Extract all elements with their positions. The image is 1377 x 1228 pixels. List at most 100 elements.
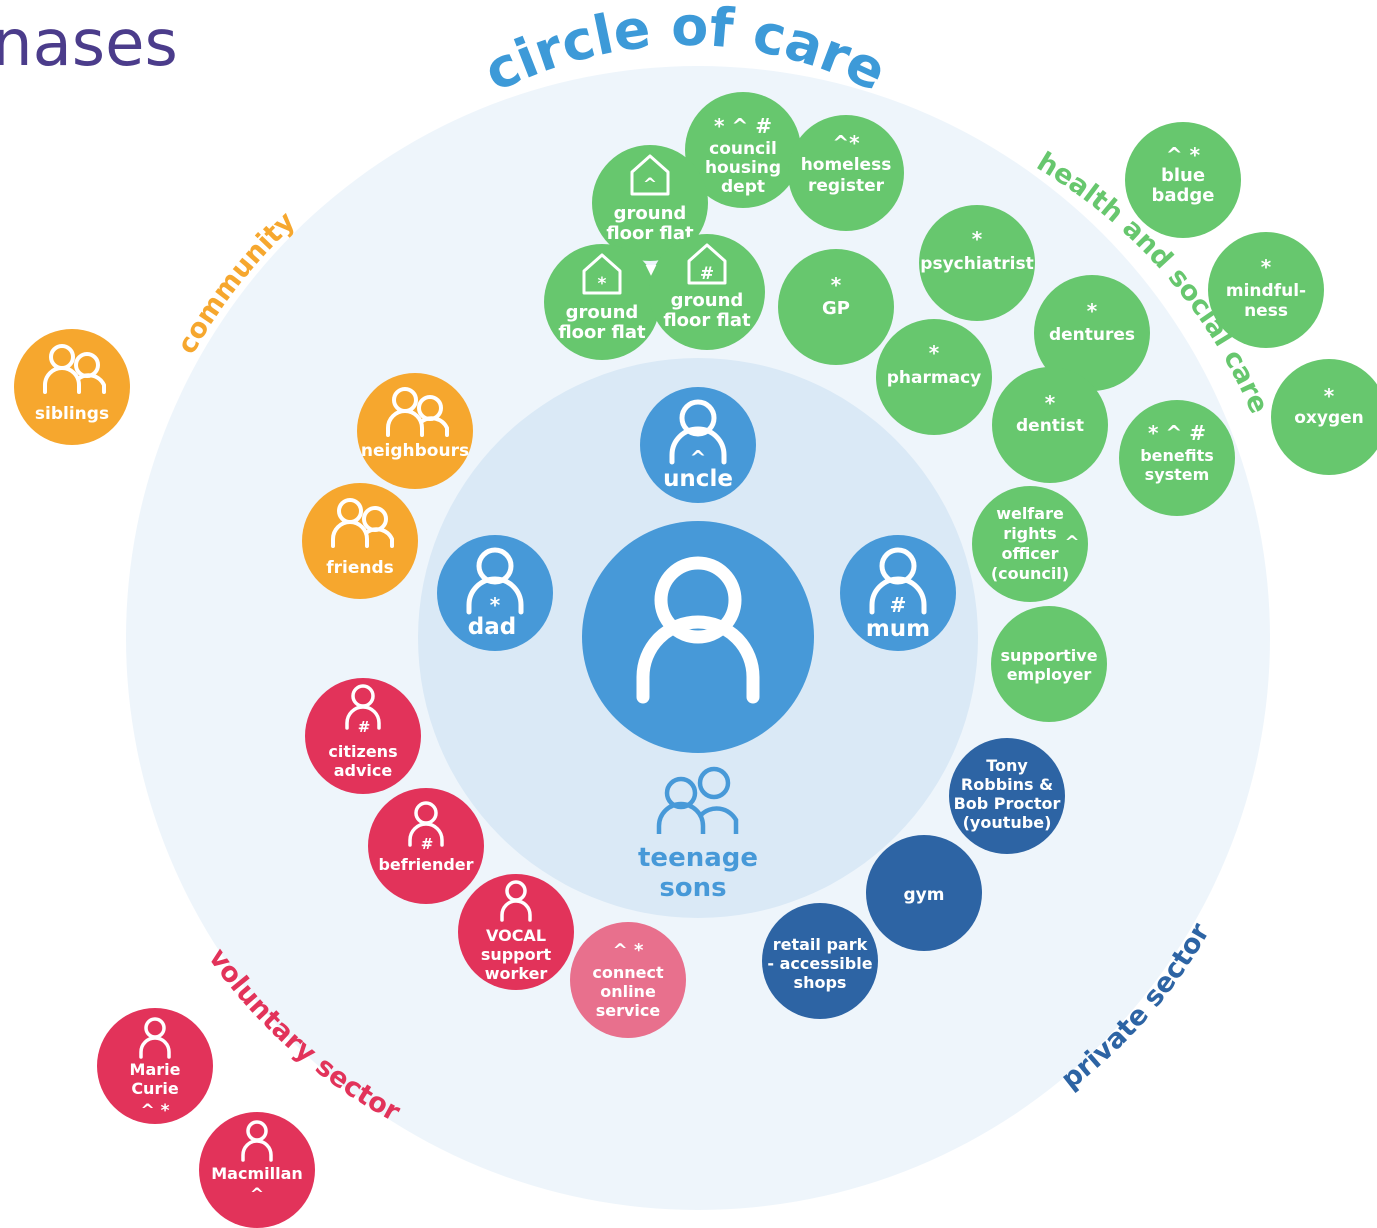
node-label: siblings bbox=[35, 404, 109, 424]
node-marks: ^ bbox=[643, 175, 657, 195]
node-label: gym bbox=[904, 885, 945, 905]
node-label: mindful- bbox=[1226, 281, 1306, 301]
house-icon bbox=[630, 154, 670, 196]
node-label: council bbox=[709, 139, 777, 159]
node-marks: * bbox=[1261, 255, 1272, 279]
node-label: neighbours bbox=[361, 441, 469, 461]
node-marks: ^ * bbox=[1166, 143, 1201, 167]
node-label: befriender bbox=[378, 855, 473, 874]
community-node-friends: friends bbox=[302, 483, 418, 599]
arrow-down-icon: ▼ bbox=[646, 262, 657, 278]
node-label: Tony bbox=[986, 756, 1028, 775]
node-label: ground bbox=[566, 302, 639, 323]
health-node-psychiatrist: * psychiatrist bbox=[919, 205, 1035, 321]
node-label: ness bbox=[1244, 301, 1288, 321]
family-node-uncle: ^ uncle bbox=[640, 387, 756, 503]
node-label: ground bbox=[614, 203, 687, 224]
housing-node-homeless-register: ^* homeless register bbox=[788, 115, 904, 231]
family-label: uncle bbox=[663, 466, 733, 492]
housing-node-ground-floor-flat-left: * ground floor flat bbox=[544, 244, 660, 360]
person-icon bbox=[139, 1017, 171, 1059]
node-label: floor flat bbox=[606, 223, 694, 244]
voluntary-node-macmillan: Macmillan ^ bbox=[199, 1112, 315, 1228]
health-node-pharmacy: * pharmacy bbox=[876, 319, 992, 435]
node-marks: * bbox=[972, 227, 983, 251]
node-label: employer bbox=[1007, 665, 1092, 684]
health-node-gp: * GP bbox=[778, 249, 894, 365]
node-marks: ^* bbox=[832, 131, 860, 155]
node-label: support bbox=[481, 945, 552, 964]
node-label: connect bbox=[592, 963, 664, 982]
node-label: homeless bbox=[801, 155, 892, 175]
private-node-tony-robbins: Tony Robbins & Bob Proctor (youtube) bbox=[949, 738, 1065, 854]
family-node-dad: * dad bbox=[437, 535, 553, 651]
node-marks: ^ bbox=[250, 1185, 264, 1205]
node-label: Robbins & bbox=[961, 775, 1053, 794]
voluntary-node-marie-curie: Marie Curie ^ * bbox=[97, 1008, 213, 1124]
private-node-retail-park: retail park - accessible shops bbox=[762, 903, 878, 1019]
node-label: dentist bbox=[1016, 416, 1084, 436]
voluntary-node-vocal-support-worker: VOCAL support worker bbox=[458, 874, 574, 990]
node-label: Macmillan bbox=[211, 1164, 303, 1183]
node-marks: * bbox=[1045, 391, 1056, 415]
node-label: GP bbox=[822, 298, 850, 319]
node-label: dentures bbox=[1049, 325, 1135, 345]
node-marks: * bbox=[1087, 299, 1098, 323]
node-label: (youtube) bbox=[963, 813, 1052, 832]
people-icon bbox=[43, 344, 106, 394]
health-node-oxygen: * oxygen bbox=[1271, 359, 1377, 475]
people-icon bbox=[331, 498, 394, 548]
node-label: oxygen bbox=[1294, 408, 1364, 428]
node-label: VOCAL bbox=[486, 926, 546, 945]
node-label: shops bbox=[794, 973, 847, 992]
node-marks: * ^ # bbox=[714, 114, 772, 138]
node-label: rights bbox=[1003, 524, 1056, 543]
node-label: friends bbox=[326, 558, 394, 578]
node-label: - accessible bbox=[767, 954, 872, 973]
node-label: Bob Proctor bbox=[954, 794, 1061, 813]
family-marks: * bbox=[490, 593, 501, 617]
health-node-benefits-system: * ^ # benefits system bbox=[1119, 400, 1235, 516]
node-label: dept bbox=[721, 177, 765, 197]
people-icon bbox=[386, 387, 449, 437]
node-marks: ^ * bbox=[140, 1101, 169, 1121]
housing-node-ground-floor-flat-right: # ground floor flat bbox=[649, 234, 765, 350]
family-node-teenage-sons: teenage sons bbox=[638, 766, 758, 903]
person-icon bbox=[869, 547, 927, 615]
node-label: advice bbox=[334, 761, 393, 780]
family-marks: ^ bbox=[690, 446, 707, 470]
node-label: ground bbox=[671, 290, 744, 311]
family-label: teenage bbox=[638, 843, 758, 873]
family-label: sons bbox=[659, 873, 726, 903]
node-marks: * bbox=[598, 274, 607, 294]
node-marks: * bbox=[831, 273, 842, 297]
node-label: (council) bbox=[991, 564, 1069, 583]
person-icon bbox=[669, 399, 727, 465]
node-marks: # bbox=[700, 264, 714, 284]
person-icon bbox=[636, 556, 760, 704]
person-icon bbox=[466, 547, 524, 615]
node-label: benefits bbox=[1140, 446, 1214, 465]
community-node-neighbours: neighbours bbox=[357, 373, 473, 489]
family-node-mum: # mum bbox=[840, 535, 956, 651]
node-label: pharmacy bbox=[887, 368, 981, 388]
health-node-dentures: * dentures bbox=[1034, 275, 1150, 391]
node-label: register bbox=[808, 176, 885, 196]
node-label: officer bbox=[1001, 544, 1058, 563]
center-person-node bbox=[582, 521, 814, 753]
node-marks: * ^ # bbox=[1148, 421, 1206, 445]
family-label: dad bbox=[468, 614, 516, 640]
family-label: mum bbox=[866, 616, 930, 642]
partial-heading: nases bbox=[0, 7, 178, 81]
node-label: psychiatrist bbox=[920, 254, 1033, 274]
voluntary-node-connect-online-service: ^ * connect online service bbox=[570, 922, 686, 1038]
house-icon bbox=[582, 253, 622, 295]
family-marks: # bbox=[890, 593, 907, 617]
housing-node-ground-floor-flat-top: ^ ground floor flat bbox=[592, 145, 708, 261]
node-label: floor flat bbox=[558, 322, 646, 343]
health-node-dentist: * dentist bbox=[992, 367, 1108, 483]
voluntary-node-citizens-advice: # citizens advice bbox=[305, 678, 421, 794]
private-node-gym: gym bbox=[866, 835, 982, 951]
node-label: supportive bbox=[1000, 646, 1097, 665]
node-marks: ^ bbox=[1064, 532, 1079, 553]
